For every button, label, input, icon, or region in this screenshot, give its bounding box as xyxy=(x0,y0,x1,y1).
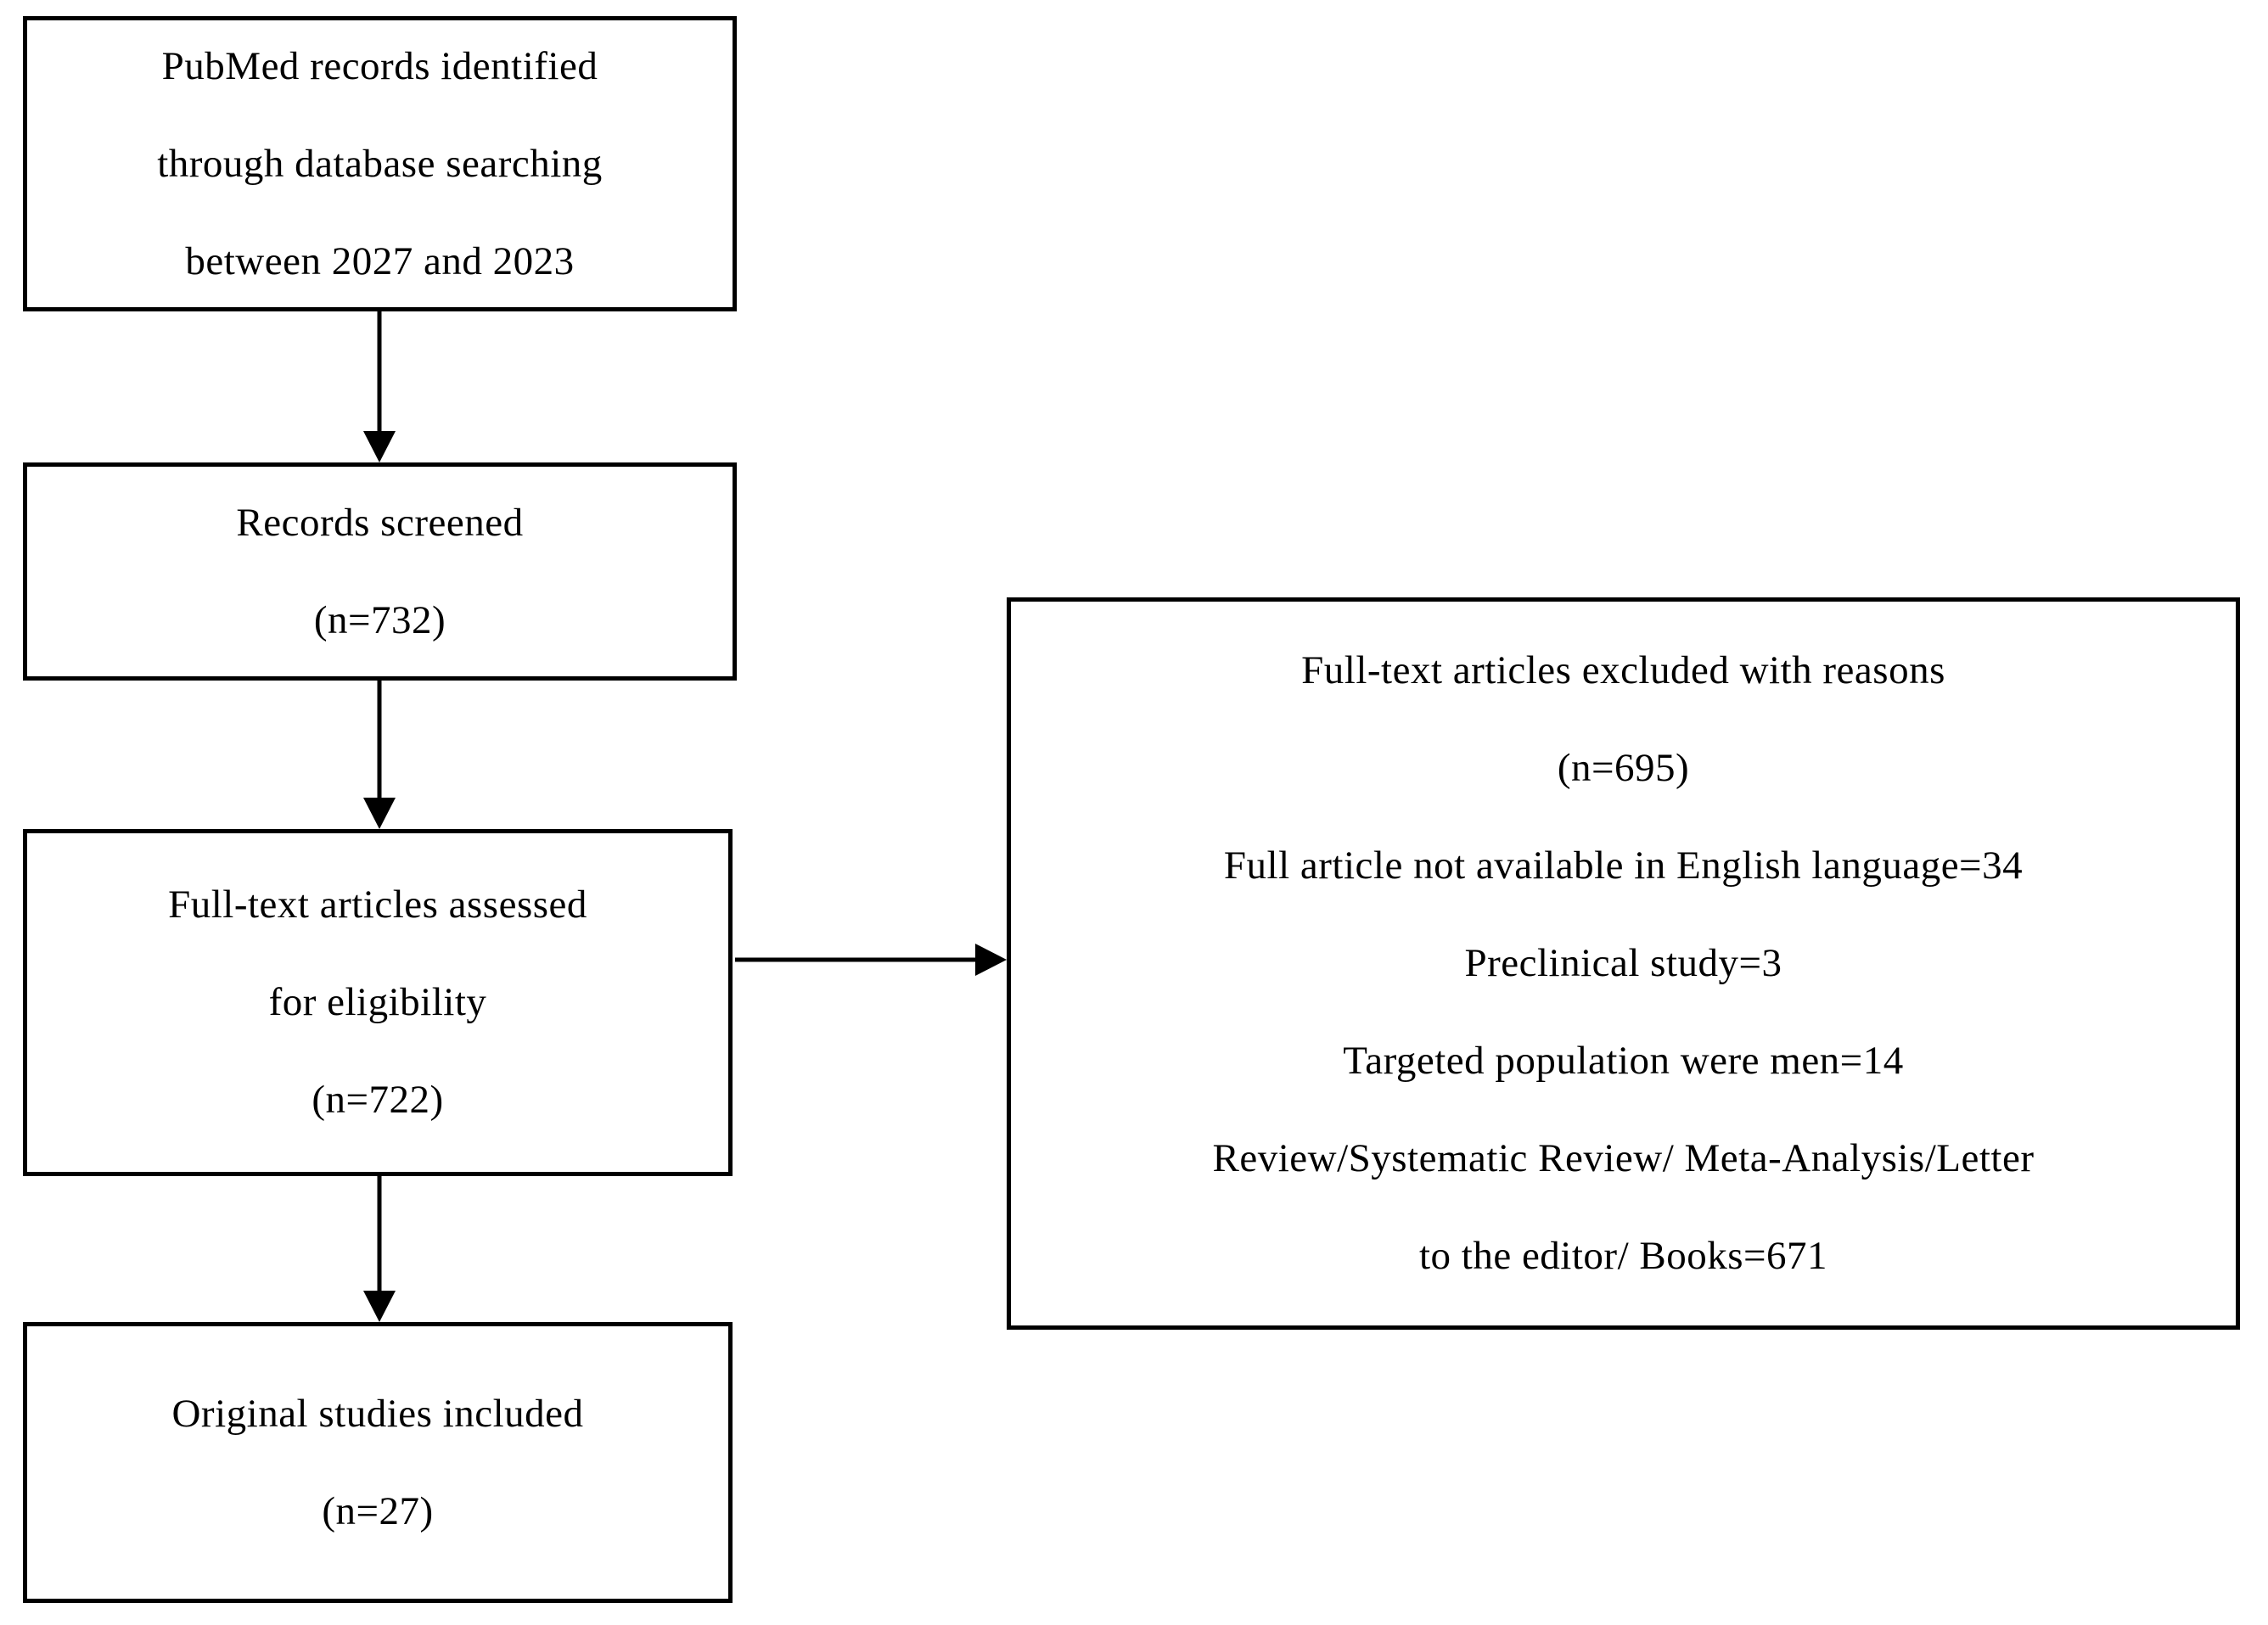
box-text-line: for eligibility xyxy=(268,980,487,1024)
box-count: (n=722) xyxy=(312,1078,444,1122)
box-text-line: between 2027 and 2023 xyxy=(185,238,575,283)
box-count: (n=695) xyxy=(1557,746,1690,790)
box-count: (n=732) xyxy=(313,597,446,642)
arrow-identified-to-screened xyxy=(363,311,396,462)
box-records-screened: Records screened (n=732) xyxy=(23,462,737,681)
box-text-line: through database searching xyxy=(157,141,603,186)
box-fulltext-excluded: Full-text articles excluded with reasons… xyxy=(1007,597,2240,1330)
box-count: (n=27) xyxy=(322,1488,434,1533)
exclusion-reason: Full article not available in English la… xyxy=(1223,843,2024,888)
arrow-assessed-to-excluded xyxy=(735,944,1007,976)
exclusion-reason: Review/Systematic Review/ Meta-Analysis/… xyxy=(1212,1136,2035,1180)
box-text-line: Original studies included xyxy=(171,1391,584,1436)
box-fulltext-assessed: Full-text articles assessed for eligibil… xyxy=(23,829,733,1176)
box-text-line: PubMed records identified xyxy=(161,43,598,88)
arrow-assessed-to-included xyxy=(363,1176,396,1322)
box-text-line: Full-text articles assessed xyxy=(168,883,587,927)
exclusion-reason: Preclinical study=3 xyxy=(1464,941,1782,985)
box-studies-included: Original studies included (n=27) xyxy=(23,1322,733,1603)
box-records-identified: PubMed records identified through databa… xyxy=(23,16,737,311)
box-text-line: Full-text articles excluded with reasons xyxy=(1301,648,1945,692)
exclusion-reason: to the editor/ Books=671 xyxy=(1418,1234,1828,1278)
exclusion-reason: Targeted population were men=14 xyxy=(1343,1039,1904,1083)
arrow-screened-to-assessed xyxy=(363,681,396,829)
box-text-line: Records screened xyxy=(236,500,524,545)
